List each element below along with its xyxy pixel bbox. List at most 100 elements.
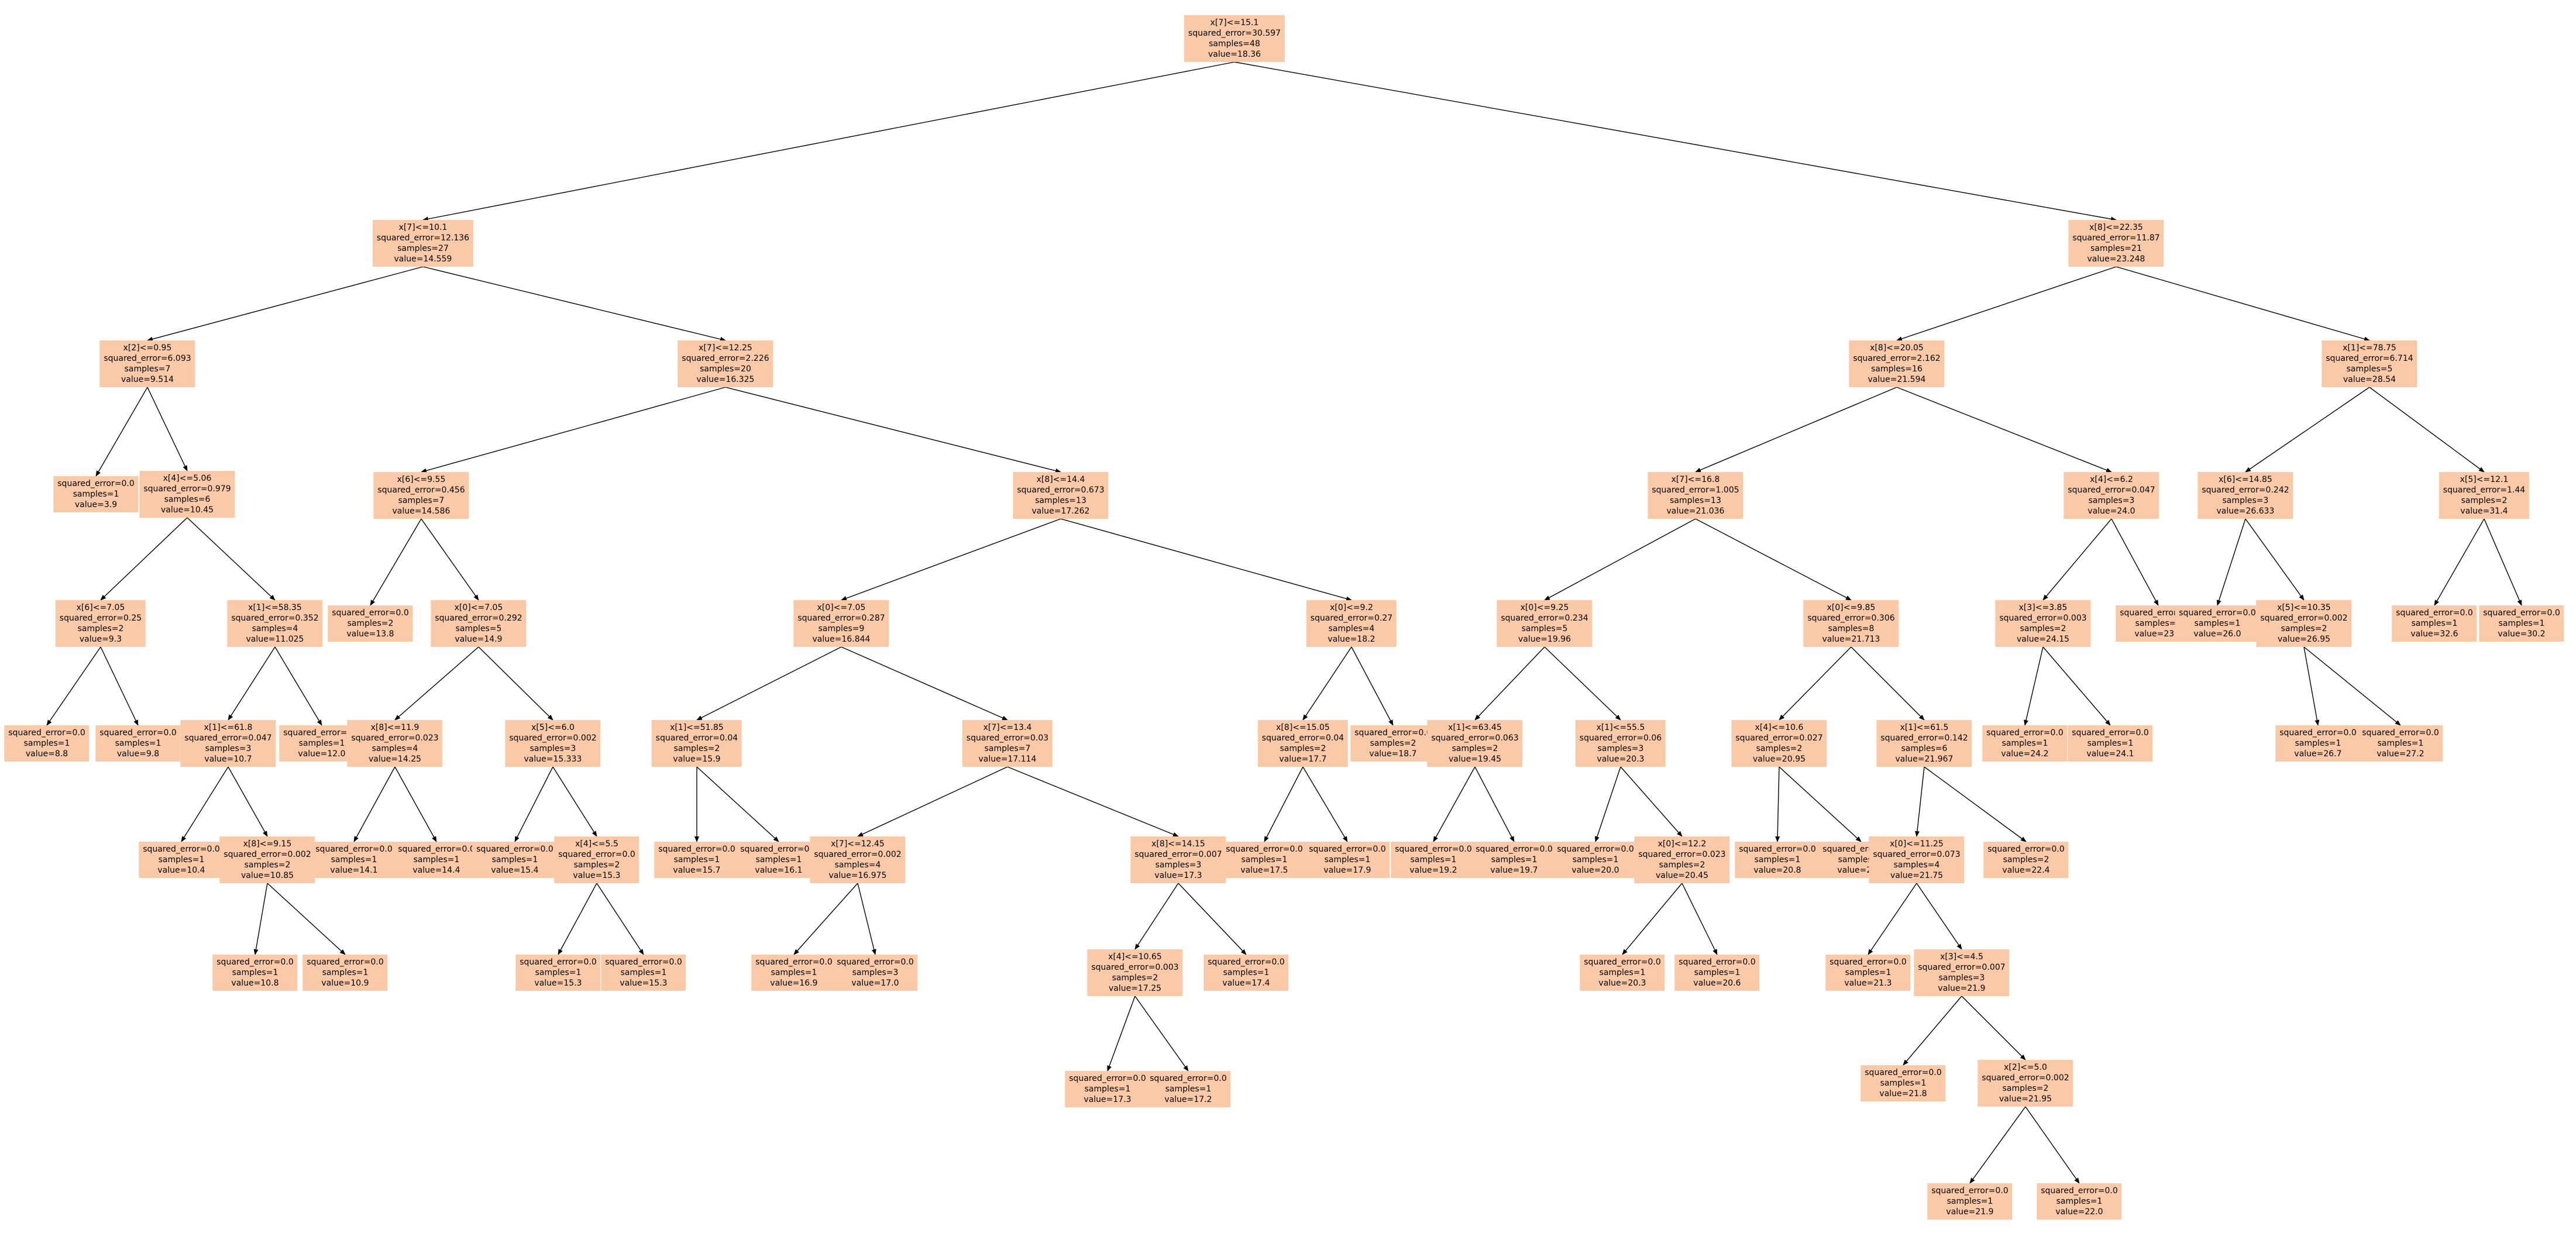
node-stat-line: samples=16	[1871, 364, 1922, 374]
node-stat-line: samples=3	[529, 744, 576, 753]
node-stat-line: squared_error=0.073	[1873, 850, 1961, 859]
tree-edge-21-23	[353, 766, 395, 842]
tree-edge-17-19	[370, 518, 422, 606]
node-stat-line: value=15.7	[673, 866, 721, 875]
node-stat-line: squared_error=12.136	[376, 233, 470, 243]
node-stat-line: value=21.036	[1666, 507, 1725, 516]
node-stat-line: value=21.9	[1946, 1207, 1994, 1217]
tree-edge-18-29	[841, 518, 1061, 601]
node-stat-line: squared_error=0.0	[99, 728, 177, 738]
node-stat-line: value=32.6	[2410, 629, 2458, 639]
node-stat-line: value=10.8	[231, 979, 279, 988]
node-stat-line: value=17.25	[1108, 984, 1162, 993]
tree-edge-36-39	[1134, 883, 1179, 950]
node-stat-line: value=21.75	[1890, 871, 1944, 880]
tree-edge-48-77	[2245, 387, 2370, 473]
node-stat-line: value=16.844	[812, 635, 871, 644]
node-stat-line: value=19.96	[1518, 635, 1571, 644]
tree-edge-20-21	[394, 646, 479, 721]
node-stat-line: squared_error=0.0	[1476, 845, 1553, 854]
node-stat-line: squared_error=0.0	[1865, 1068, 1942, 1077]
node-stat-line: samples=1	[331, 855, 377, 865]
tree-edge-51-53	[1474, 646, 1545, 721]
node-stat-line: samples=1	[620, 968, 667, 977]
node-stat-line: squared_error=0.0	[1986, 728, 2063, 738]
node-split-rule: x[6]<=14.85	[2219, 475, 2272, 484]
node-stat-line: samples=6	[1901, 744, 1948, 753]
node-stat-line: samples=1	[158, 855, 205, 865]
tree-edge-43-46	[1302, 766, 1348, 842]
tree-edge-52-61	[1779, 646, 1852, 721]
node-stat-line: samples=1	[1165, 1084, 1212, 1094]
node-stat-line: samples=1	[1410, 855, 1457, 865]
node-split-rule: x[8]<=15.05	[1276, 723, 1330, 732]
node-split-rule: x[1]<=61.5	[1900, 723, 1949, 732]
node-stat-line: value=14.9	[455, 635, 503, 644]
node-split-rule: x[3]<=3.85	[2018, 603, 2068, 612]
tree-edge-48-78	[2369, 387, 2485, 473]
node-stat-line: samples=2	[1756, 744, 1803, 753]
node-stat-line: value=16.325	[696, 375, 755, 384]
node-stat-line: value=21.9	[1938, 984, 1986, 993]
node-stat-line: value=21.95	[1999, 1094, 2052, 1104]
node-stat-line: samples=1	[2411, 619, 2458, 628]
node-stat-line: squared_error=30.597	[1188, 29, 1281, 38]
node-stat-line: squared_error=0.0	[1931, 1186, 2008, 1196]
tree-edge-8-11	[228, 646, 276, 721]
node-stat-line: samples=1	[298, 739, 345, 748]
node-stat-line: value=24.0	[2087, 507, 2135, 516]
node-stat-line: value=12.0	[298, 749, 346, 759]
node-split-rule: x[3]<=4.5	[1940, 952, 1983, 962]
node-stat-line: value=10.7	[204, 755, 252, 764]
node-split-rule: x[4]<=5.5	[575, 839, 618, 849]
tree-edge-31-34	[696, 766, 779, 842]
node-stat-line: squared_error=0.0	[1395, 845, 1472, 854]
tree-edge-3-6	[147, 387, 188, 471]
tree-edge-29-31	[696, 646, 842, 721]
node-stat-line: value=18.36	[1208, 50, 1261, 59]
tree-edge-1-4	[422, 266, 726, 342]
node-stat-line: value=24.2	[2001, 749, 2049, 759]
node-stat-line: value=20.45	[1655, 871, 1709, 880]
tree-edge-2-47	[1896, 266, 2117, 341]
node-stat-line: samples=2	[673, 744, 720, 753]
node-stat-line: squared_error=0.673	[1017, 485, 1105, 495]
node-stat-line: squared_error=0.306	[1807, 614, 1895, 623]
node-split-rule: x[4]<=10.65	[1108, 952, 1162, 962]
node-stat-line: squared_error=0.0	[740, 845, 817, 854]
node-stat-line: squared_error=0.0	[2279, 728, 2357, 738]
node-split-rule: x[2]<=5.0	[2004, 1063, 2047, 1072]
node-stat-line: value=26.0	[2193, 629, 2241, 639]
tree-edge-65-67	[1867, 883, 1917, 955]
node-stat-line: samples=20	[700, 364, 751, 374]
node-stat-line: value=14.559	[394, 254, 452, 264]
node-stat-line: value=26.633	[2216, 507, 2275, 516]
node-stat-line: value=21.594	[1867, 375, 1926, 384]
node-stat-line: squared_error=11.87	[2072, 233, 2160, 243]
node-stat-line: samples=13	[1035, 496, 1086, 505]
node-split-rule: x[0]<=9.2	[1330, 603, 1373, 612]
